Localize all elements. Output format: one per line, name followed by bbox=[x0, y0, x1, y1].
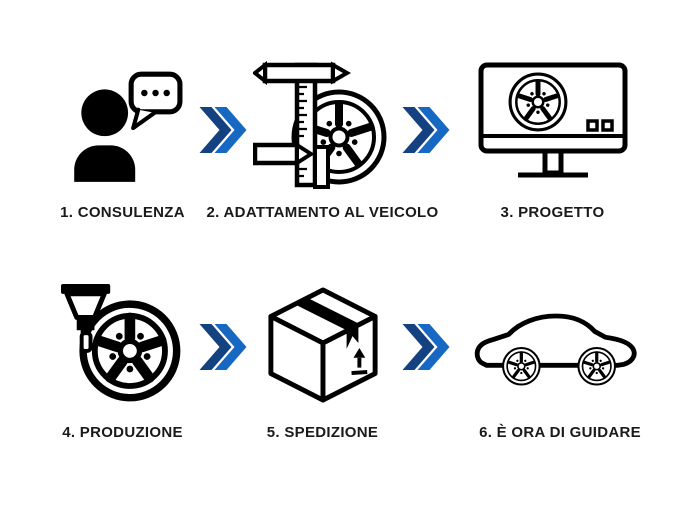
box-tape bbox=[294, 297, 358, 349]
step-consulenza: 1. CONSULENZA bbox=[40, 55, 205, 221]
speech-bubble-icon bbox=[128, 71, 182, 131]
step-label: 5. SPEDIZIONE bbox=[266, 424, 379, 441]
person-body bbox=[73, 145, 135, 182]
step-progetto: 3. PROGETTO bbox=[465, 55, 640, 221]
step-label: 3. PROGETTO bbox=[500, 204, 605, 221]
shipping-box-icon bbox=[267, 287, 378, 403]
box-right-face bbox=[320, 314, 378, 403]
monitor-button bbox=[585, 119, 599, 132]
step-label: 2. ADATTAMENTO AL VEICOLO bbox=[206, 204, 439, 221]
car-front-wheel bbox=[501, 346, 542, 387]
step-guidare: 6. È ORA DI GUIDARE bbox=[465, 275, 655, 441]
caliper bbox=[252, 60, 351, 189]
step-label: 4. PRODUZIONE bbox=[62, 424, 183, 441]
milling-tool-wheel-icon bbox=[60, 283, 187, 408]
caliper-wheel-icon bbox=[252, 60, 393, 189]
double-chevron-right-icon bbox=[400, 107, 452, 153]
this-side-up-arrow bbox=[350, 347, 367, 376]
person-chat-icon bbox=[73, 71, 182, 182]
alloy-wheel bbox=[83, 304, 177, 398]
monitor-button bbox=[600, 119, 614, 132]
step-produzione: 4. PRODUZIONE bbox=[40, 275, 205, 441]
double-chevron-right-icon bbox=[400, 324, 452, 370]
cnc-tool bbox=[60, 283, 110, 353]
person-head bbox=[80, 89, 128, 137]
car-rear-wheel bbox=[576, 346, 617, 387]
step-spedizione: 5. SPEDIZIONE bbox=[240, 275, 405, 441]
alloy-wheel bbox=[510, 74, 566, 130]
car-icon bbox=[474, 313, 637, 387]
step-label: 1. CONSULENZA bbox=[60, 204, 185, 221]
monitor-wheel-icon bbox=[478, 62, 627, 178]
step-adattamento: 2. ADATTAMENTO AL VEICOLO bbox=[207, 55, 438, 221]
monitor-stand bbox=[542, 148, 563, 176]
step-label: 6. È ORA DI GUIDARE bbox=[479, 424, 641, 441]
